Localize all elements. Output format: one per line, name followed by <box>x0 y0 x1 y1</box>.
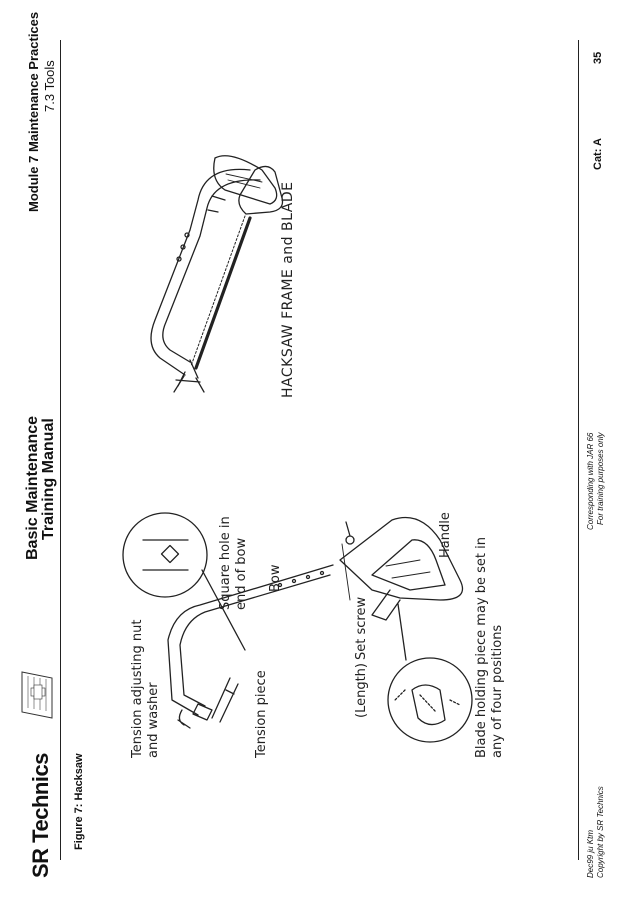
logo-text: SR Technics <box>28 753 53 878</box>
page-number: 35 <box>592 51 604 64</box>
exploded-hacksaw-drawing <box>122 512 473 743</box>
label-tension-nut: Tension adjusting nut <box>130 619 145 758</box>
footer-rule <box>578 40 579 860</box>
header-rule <box>60 40 61 860</box>
label-bow: Bow <box>268 564 283 592</box>
label-handle: Handle <box>438 512 453 558</box>
label-length: (Length) <box>354 663 369 718</box>
doc-reference: Dec99 ju Ktm <box>586 829 595 878</box>
label-blade-holding: Blade holding piece may be set in <box>474 537 489 758</box>
figure-caption: Figure 7: Hacksaw <box>73 753 85 850</box>
label-set-screw: Set screw <box>354 596 369 660</box>
label-square-hole: Square hole in <box>218 516 233 610</box>
manual-subtitle: Training Manual <box>40 418 57 540</box>
label-tension-piece: Tension piece <box>254 670 269 758</box>
copyright-text: Copyright by SR Technics <box>596 786 605 878</box>
category-label: Cat: A <box>592 138 604 170</box>
module-title: Module 7 Maintenance Practices <box>26 11 41 212</box>
assembled-hacksaw-drawing <box>150 155 284 393</box>
jar-reference: Corresponding with JAR 66 <box>586 432 595 530</box>
label-square-hole-line2: end of bow <box>234 537 249 610</box>
training-notice: For training purposes only <box>596 432 605 526</box>
label-frame-blade: HACKSAW FRAME and BLADE <box>280 181 296 398</box>
label-blade-holding-line2: any of four positions <box>490 624 505 758</box>
label-tension-nut-line2: and washer <box>146 682 161 758</box>
module-subtitle: 7.3 Tools <box>42 60 57 112</box>
